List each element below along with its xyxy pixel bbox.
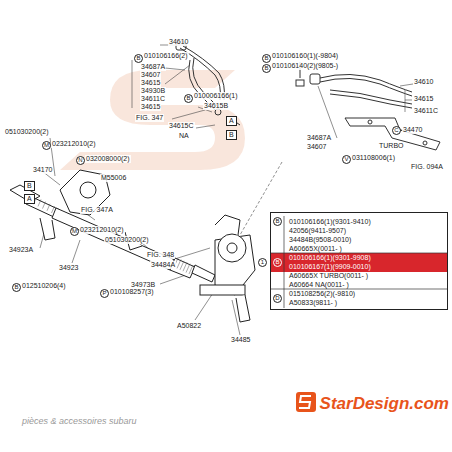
- part-number: 34470: [402, 126, 423, 134]
- part-number: M55006: [100, 174, 127, 182]
- callout-letter: P: [100, 289, 109, 298]
- part-number: 34615: [140, 79, 161, 87]
- table-row: 010106166(1)(9301-9908): [289, 254, 371, 262]
- part-number: 34170: [32, 166, 53, 174]
- table-row: 34484B(9508-0010): [289, 236, 351, 244]
- part-number: 051030200(2): [4, 128, 50, 136]
- table-row: 42056(9411-9507): [289, 227, 346, 235]
- callout-letter: B: [262, 64, 271, 73]
- part-number: 34607: [306, 143, 327, 151]
- power-steering-pump: [200, 215, 255, 322]
- callout-letter: B: [273, 217, 282, 226]
- table-rules: [270, 216, 448, 308]
- callout-letter: B: [134, 54, 143, 63]
- callout-letter: V: [342, 155, 351, 164]
- part-number: 34615: [140, 103, 161, 111]
- callout-letter: B: [184, 94, 193, 103]
- table-row: A60665X TURBO(0011- ): [289, 272, 368, 280]
- parts-table: 010106166(1)(9301-9410)42056(9411-9507)3…: [270, 212, 448, 310]
- part-number: 010106140(2)(9805-): [271, 62, 339, 70]
- part-number: 031108006(1): [351, 154, 396, 162]
- part-number: 023212010(2): [51, 140, 97, 148]
- part-number: 34930B: [140, 87, 166, 95]
- part-number: FIG. 347: [135, 114, 164, 122]
- callout-letter: M: [70, 227, 79, 236]
- part-number: 34485: [230, 336, 251, 344]
- highlight-band: [270, 253, 448, 272]
- part-number: 34611C: [413, 107, 439, 115]
- table-row: A60665X(0011- ): [289, 245, 342, 253]
- part-number: 34615B: [203, 102, 229, 110]
- leader-lines: [40, 45, 413, 335]
- part-number: 010006166(1): [193, 92, 239, 100]
- watermark-logo: [60, 70, 245, 170]
- reference-letter: B: [227, 131, 236, 139]
- reference-box: A: [226, 116, 237, 126]
- part-number: 010108257(3): [109, 288, 155, 296]
- part-number: 012510206(4): [21, 282, 67, 290]
- part-number: 010106160(1)(-9804): [271, 52, 339, 60]
- callout-letter: D: [273, 294, 282, 303]
- part-number: 34484A: [150, 261, 176, 269]
- callout-letter: C: [392, 126, 401, 135]
- reference-box: B: [24, 181, 35, 191]
- part-number: 023212010(2): [79, 226, 125, 234]
- part-number: A50822: [176, 322, 202, 330]
- table-row: A50833(9811- ): [289, 299, 337, 307]
- part-number: 34687A: [140, 63, 166, 71]
- callout-letter: B: [273, 258, 282, 267]
- table-row: A60664 NA(0011- ): [289, 281, 349, 289]
- callout-letter: B: [262, 54, 271, 63]
- part-number: 34610: [168, 38, 189, 46]
- part-number: 051030200(2): [104, 236, 150, 244]
- hose-assembly-right: [296, 62, 440, 150]
- watermark-text: pièces & accessoires subaru: [22, 416, 137, 426]
- part-number: 34610: [413, 78, 434, 86]
- table-row: 010106166(1)(9301-9410): [289, 218, 371, 226]
- boot-ribs: [29, 195, 193, 274]
- part-number: 010106166(2): [143, 52, 189, 60]
- part-number: 34615: [413, 95, 434, 103]
- part-number: 032008000(2): [85, 155, 131, 163]
- part-number: 34611C: [140, 95, 166, 103]
- reference-letter: B: [25, 182, 34, 190]
- reference-letter: A: [227, 117, 236, 125]
- reference-letter: A: [25, 195, 34, 203]
- part-number: 34923: [58, 264, 79, 272]
- part-number: 34615C: [168, 122, 195, 130]
- callout-letter: 1: [258, 258, 267, 267]
- logo-mark: [296, 392, 316, 412]
- callout-letter: M: [42, 141, 51, 150]
- logo-text: StarDesign.com: [320, 394, 449, 414]
- table-row: 015108256(2)(-9810): [289, 290, 355, 298]
- part-number: FIG. 094A: [410, 163, 444, 171]
- reference-box: A: [24, 194, 35, 204]
- part-number: FIG. 348: [146, 251, 175, 259]
- reference-box: B: [226, 130, 237, 140]
- part-number: FIG. 347A: [80, 206, 114, 214]
- callout-letter: N: [76, 156, 85, 165]
- part-number: 34687A: [306, 134, 332, 142]
- callout-letter: B: [12, 283, 21, 292]
- table-row: 010106167(1)(9909-0010): [289, 263, 371, 271]
- part-number: 34923A: [8, 246, 34, 254]
- part-number: 34607: [140, 71, 161, 79]
- part-number: TURBO: [378, 142, 405, 150]
- steering-rack: [10, 170, 215, 282]
- part-number: NA: [178, 132, 190, 140]
